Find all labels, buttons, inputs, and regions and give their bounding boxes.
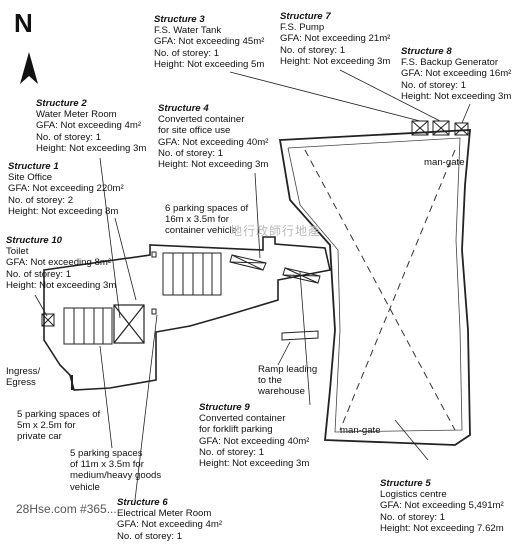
warehouse-ramp bbox=[281, 330, 319, 341]
goods-vehicle-parking-bays bbox=[63, 307, 113, 345]
north-label: N bbox=[14, 8, 33, 38]
structure-detail-line: No. of storey: 1 bbox=[154, 47, 220, 59]
north-arrow-icon bbox=[20, 52, 38, 84]
toilet-block bbox=[41, 313, 55, 327]
structure-title: Structure 1 bbox=[8, 161, 59, 172]
structure-detail-line: Height: Not exceeding 3m bbox=[36, 142, 147, 154]
structure-detail-line: Toilet bbox=[6, 246, 29, 258]
water-meter-room bbox=[151, 251, 157, 258]
structure-detail-line: Height: Not exceeding 3m bbox=[280, 55, 391, 67]
structure-detail-line: F.S. Backup Generator bbox=[401, 57, 499, 69]
structure-detail-line: GFA: Not exceeding 40m² bbox=[158, 136, 269, 148]
structure-title: Structure 5 bbox=[380, 478, 431, 489]
structure-detail-line: GFA: Not exceeding 21m² bbox=[280, 33, 391, 45]
structure-detail-line: Electrical Meter Room bbox=[117, 508, 212, 520]
structure-detail-line: GFA: Not exceeding 4m² bbox=[36, 120, 142, 132]
structure-detail-line: No. of storey: 1 bbox=[117, 530, 183, 542]
structure-detail-line: Logistics centre bbox=[380, 489, 447, 501]
forklift-container bbox=[282, 267, 321, 284]
structure-title: Structure 10 bbox=[6, 235, 62, 246]
watermark-cn: 地行政師行地產 bbox=[230, 224, 322, 238]
structure-detail-line: Height: Not exceeding 3m bbox=[199, 458, 310, 470]
structure-detail-line: GFA: Not exceeding 5,491m² bbox=[380, 500, 504, 512]
structure-title: Structure 4 bbox=[158, 103, 209, 114]
structure-detail-line: Height: Not exceeding 3m bbox=[401, 90, 512, 102]
structure-detail-line: Site Office bbox=[8, 172, 53, 184]
structure-detail-line: for forklift parking bbox=[199, 424, 273, 436]
structure-detail-line: GFA: Not exceeding 45m² bbox=[154, 36, 265, 48]
container-parking-bays bbox=[162, 252, 222, 296]
cross-line-1 bbox=[304, 149, 456, 431]
structure-detail-line: GFA: Not exceeding 16m² bbox=[401, 68, 512, 80]
logistics-centre-inner bbox=[287, 137, 463, 433]
site-office-block bbox=[113, 304, 145, 344]
structure-detail-line: No. of storey: 1 bbox=[280, 44, 346, 56]
structure-detail-line: Height: Not exceeding 5m bbox=[154, 58, 265, 70]
structure-title: Structure 7 bbox=[280, 11, 331, 22]
cross-line-2 bbox=[339, 149, 456, 431]
structure-detail-line: No. of storey: 1 bbox=[380, 511, 446, 523]
structure-detail-line: GFA: Not exceeding 8m² bbox=[6, 257, 112, 269]
structure-detail-line: Height: Not exceeding 8m bbox=[8, 205, 119, 217]
man-gate-top-label: man-gate bbox=[424, 157, 465, 168]
structure-title: Structure 6 bbox=[117, 497, 168, 508]
watermark: 28Hse.com #365... bbox=[16, 502, 117, 516]
structure-detail-line: No. of storey: 1 bbox=[6, 268, 72, 280]
structure-detail-line: GFA: Not exceeding 4m² bbox=[117, 519, 223, 531]
structure-detail-line: Height: Not exceeding 3m bbox=[6, 279, 117, 291]
electrical-meter-room bbox=[151, 308, 157, 315]
leader-lines bbox=[34, 69, 471, 501]
structure-detail-line: F.S. Pump bbox=[280, 22, 325, 34]
structure-title: Structure 8 bbox=[401, 46, 452, 57]
structure-title: Structure 3 bbox=[154, 14, 205, 25]
structure-detail-line: Height: Not exceeding 3m bbox=[158, 159, 269, 171]
structure-detail-line: F.S. Water Tank bbox=[154, 25, 222, 37]
structure-detail-line: Converted container bbox=[158, 114, 245, 126]
site-office-container bbox=[229, 254, 267, 271]
structure-detail-line: GFA: Not exceeding 40m² bbox=[199, 435, 310, 447]
structure-detail-line: No. of storey: 1 bbox=[158, 147, 224, 159]
structure-detail-line: Converted container bbox=[199, 413, 286, 425]
structure-title: Structure 9 bbox=[199, 402, 250, 413]
structure-detail-line: No. of storey: 1 bbox=[401, 79, 467, 91]
structure-detail-line: Water Meter Room bbox=[36, 109, 117, 121]
fs-boxes bbox=[411, 120, 469, 136]
structure-detail-line: Height: Not exceeding 7.62m bbox=[380, 522, 504, 534]
man-gate-bottom-label: man-gate bbox=[340, 425, 381, 436]
ingress-egress-note: Ingress/Egress bbox=[6, 366, 41, 389]
structure-detail-line: No. of storey: 2 bbox=[8, 194, 74, 206]
structure-detail-line: for site office use bbox=[158, 125, 231, 137]
structure-detail-line: No. of storey: 1 bbox=[199, 446, 265, 458]
structure-detail-line: No. of storey: 1 bbox=[36, 131, 102, 143]
structure-title: Structure 2 bbox=[36, 98, 87, 109]
logistics-centre-outline bbox=[278, 129, 471, 446]
structure-detail-line: GFA: Not exceeding 220m² bbox=[8, 183, 124, 195]
